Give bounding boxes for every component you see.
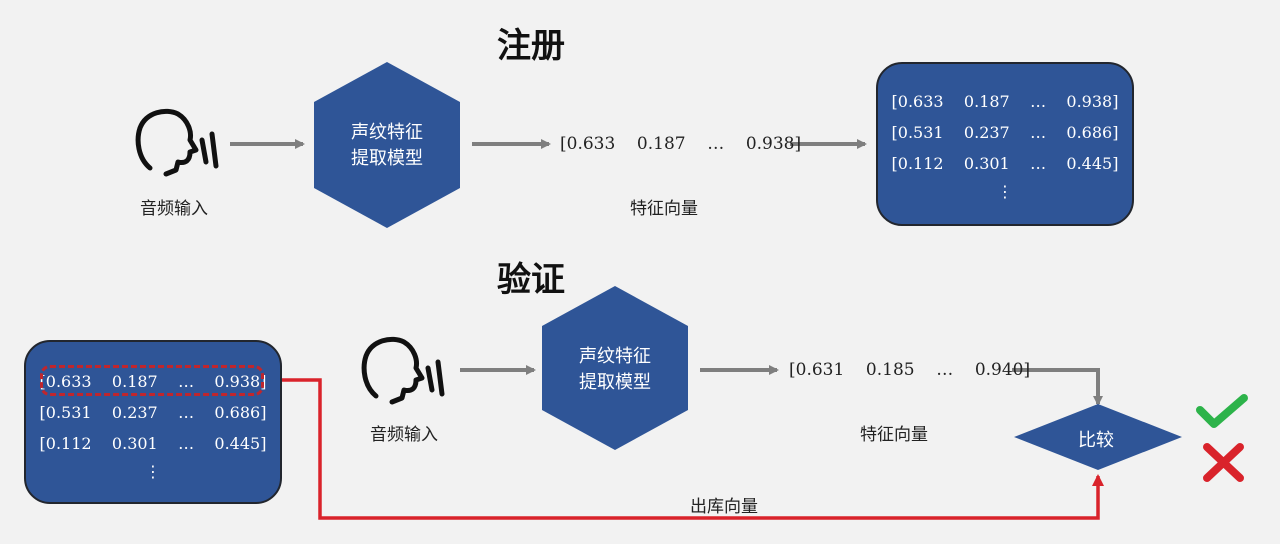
arrow-vector-to-compare <box>1012 368 1103 406</box>
model-label-line2: 提取模型 <box>351 148 423 169</box>
audio-input-label: 音频输入 <box>140 199 208 219</box>
speaking-head-icon <box>135 108 219 177</box>
database-row: [0.112 0.301 … 0.445] <box>39 434 267 453</box>
database-ellipsis: ⋮ <box>145 462 161 481</box>
feature-vector-label: 特征向量 <box>630 199 698 219</box>
feature-vector-label: 特征向量 <box>860 425 928 445</box>
speaking-head-icon <box>361 336 445 405</box>
feature-vector: [0.631 0.185 … 0.940] <box>789 360 1031 380</box>
model-label-line2: 提取模型 <box>579 372 651 393</box>
retrieved-vector-arrow <box>264 378 1104 520</box>
compare-diamond <box>1014 404 1182 470</box>
extraction-model-hexagon <box>542 286 688 450</box>
database-row: [0.112 0.301 … 0.445] <box>891 154 1119 173</box>
database-ellipsis: ⋮ <box>997 182 1013 201</box>
check-icon <box>1196 394 1248 428</box>
model-label-line1: 声纹特征 <box>579 346 651 367</box>
database-row: [0.531 0.237 … 0.686] <box>891 123 1119 142</box>
audio-input-label: 音频输入 <box>370 425 438 445</box>
registration-title: 注册 <box>497 26 565 66</box>
verification-title: 验证 <box>497 260 565 300</box>
voiceprint-database: [0.633 0.187 … 0.938] [0.531 0.237 … 0.6… <box>876 62 1134 226</box>
database-row: [0.531 0.237 … 0.686] <box>39 403 267 422</box>
extraction-model-label: 声纹特征 提取模型 <box>314 120 460 172</box>
feature-vector: [0.633 0.187 … 0.938] <box>560 134 802 154</box>
database-row: [0.633 0.187 … 0.938] <box>891 92 1119 111</box>
model-label-line1: 声纹特征 <box>351 122 423 143</box>
extraction-model-label: 声纹特征 提取模型 <box>542 344 688 396</box>
extraction-model-hexagon <box>314 62 460 228</box>
compare-label: 比较 <box>1078 430 1114 451</box>
cross-icon <box>1203 443 1244 482</box>
retrieved-vector-label: 出库向量 <box>690 497 758 517</box>
matched-row-highlight <box>40 365 264 396</box>
database-row: [0.633 0.187 … 0.938] <box>39 372 267 391</box>
